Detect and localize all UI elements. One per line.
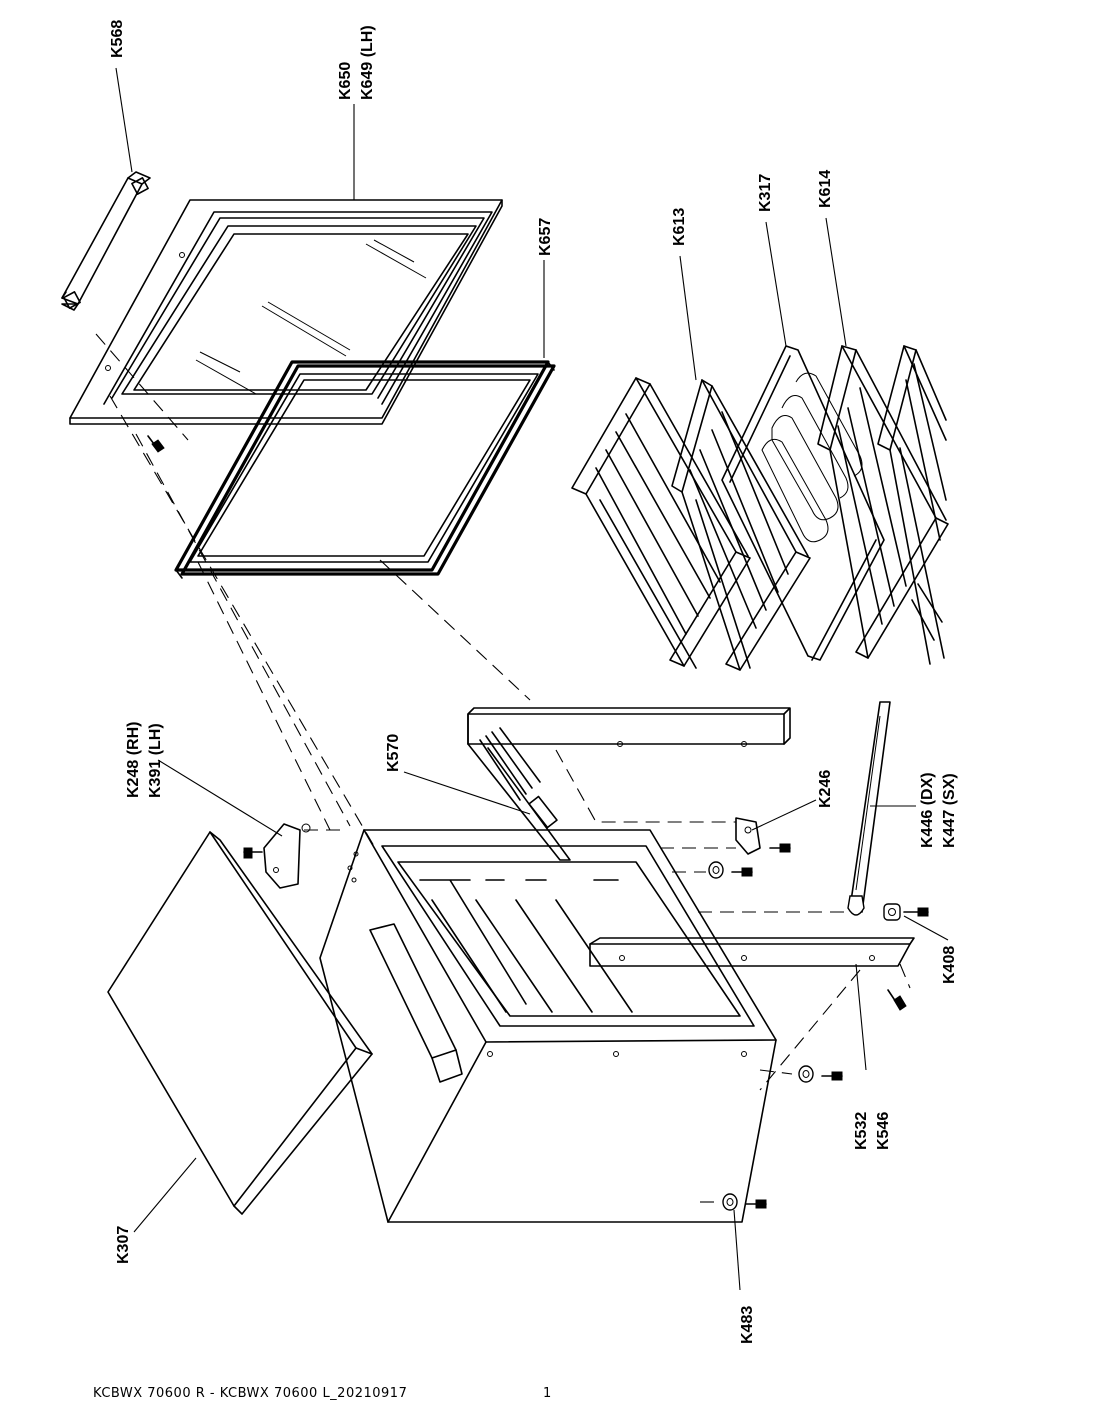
- label-k248: K248 (RH): [125, 722, 142, 798]
- leader-lines: [115, 67, 949, 1291]
- door-screw: [147, 435, 165, 453]
- foot-k483: [722, 1193, 767, 1211]
- label-k570: K570: [385, 734, 402, 772]
- foot-center: [708, 861, 753, 879]
- label-k447: K447 (SX): [941, 773, 958, 848]
- hinge-k246: [735, 817, 791, 855]
- label-k446: K446 (DX): [919, 772, 936, 848]
- label-k649: K649 (LH): [359, 25, 376, 100]
- cabinet-body: [319, 829, 777, 1223]
- door-gasket: [174, 360, 556, 579]
- label-k613: K613: [671, 208, 688, 246]
- label-k483: K483: [739, 1306, 756, 1344]
- control-panel-frame: [467, 707, 791, 861]
- shelf-k614-rear: [877, 345, 947, 665]
- label-k614: K614: [817, 170, 834, 208]
- shelf-k613: [571, 377, 751, 669]
- label-k568: K568: [109, 20, 126, 58]
- shelf-k613-front: [671, 379, 811, 671]
- label-k391: K391 (LH): [147, 723, 164, 798]
- footer-page-number: 1: [543, 1386, 552, 1401]
- assembly-lines: [95, 333, 911, 1203]
- label-k532: K532: [853, 1112, 870, 1150]
- foot-k408: [883, 903, 929, 921]
- loose-screw: [887, 989, 907, 1011]
- label-k408: K408: [941, 946, 958, 984]
- glass-door: [69, 199, 503, 425]
- label-k657: K657: [537, 218, 554, 256]
- kick-plate-grille: [847, 701, 891, 916]
- shelf-k614: [817, 345, 949, 659]
- label-k650: K650: [337, 62, 354, 100]
- label-k246: K246: [817, 770, 834, 808]
- label-k307: K307: [115, 1226, 132, 1264]
- footer-model-code: KCBWX 70600 R - KCBWX 70600 L_20210917: [93, 1386, 408, 1401]
- top-cover: [107, 831, 373, 1215]
- label-k546: K546: [875, 1112, 892, 1150]
- part-labels: K568 K650 K649 (LH) K657 K613 K317 K614 …: [109, 20, 958, 1344]
- label-k317: K317: [757, 174, 774, 212]
- hinge-k248: [243, 823, 311, 889]
- foot-front: [798, 1065, 843, 1083]
- door-handle: [61, 171, 151, 311]
- front-rail: [589, 937, 915, 967]
